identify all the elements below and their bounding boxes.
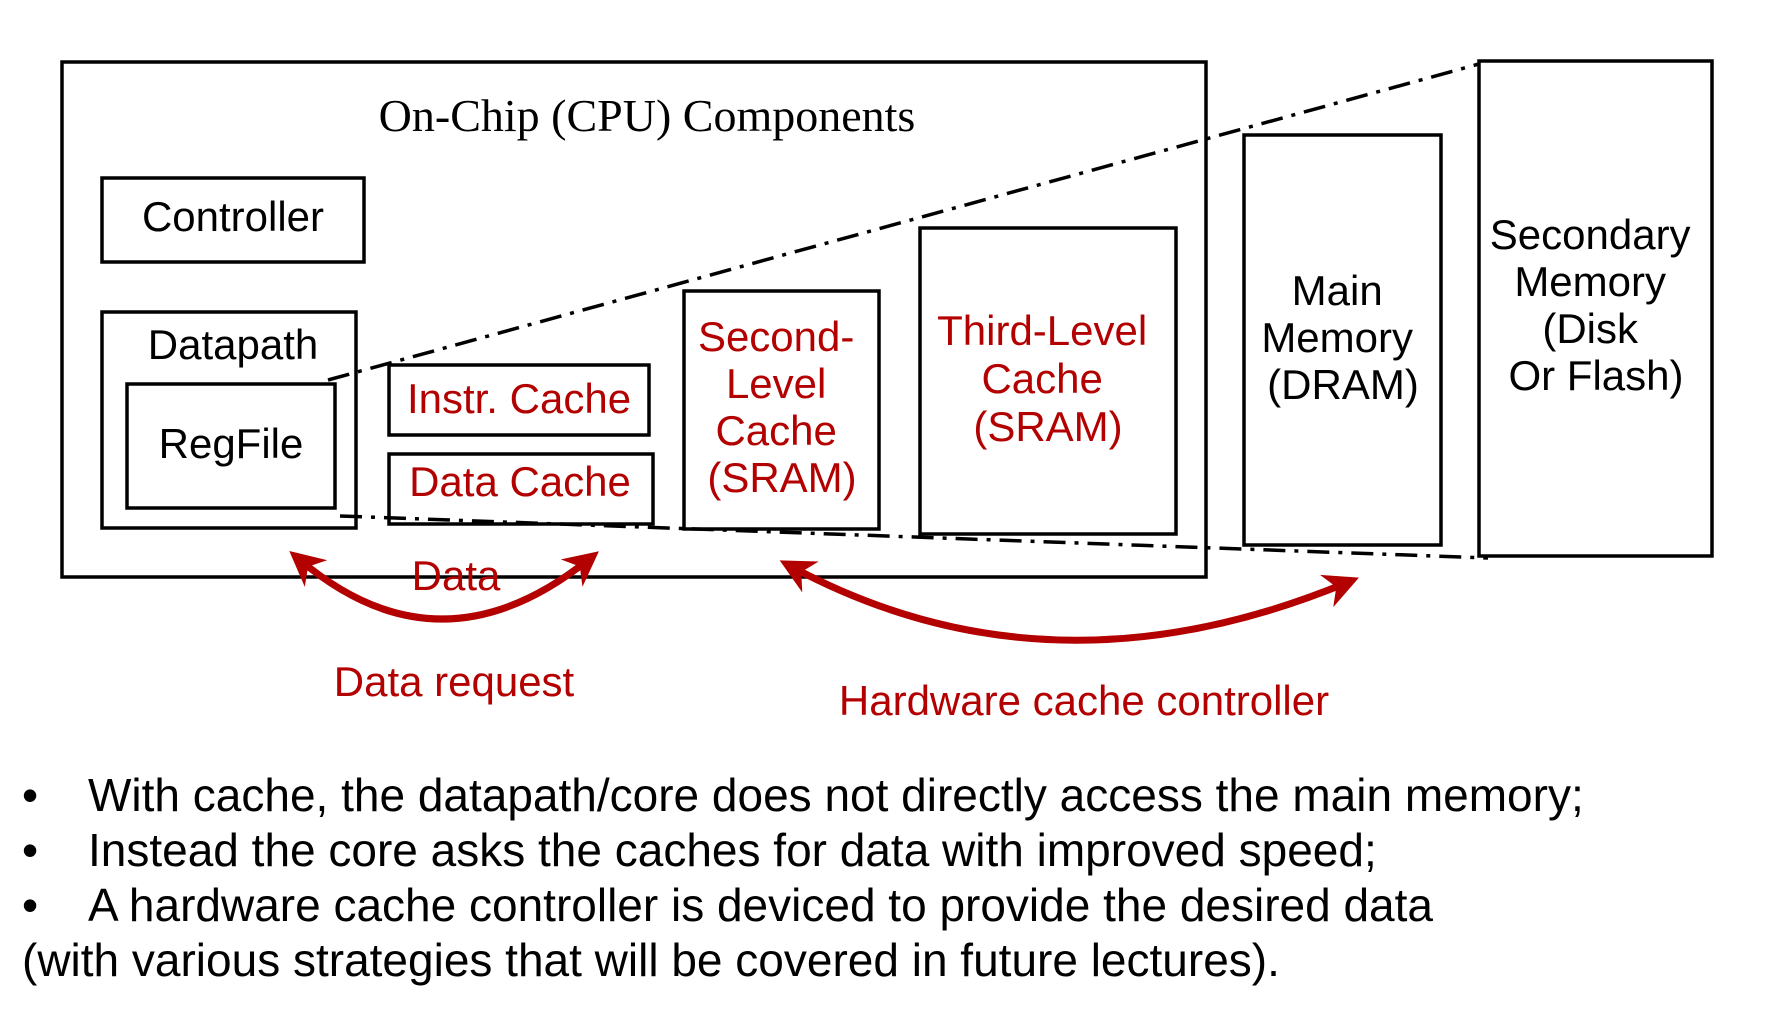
second-level-line-1: Second- [698,313,854,360]
regfile-label: RegFile [159,420,304,467]
data-label: Data [412,552,501,599]
second-level-cache-label: Second- Level Cache (SRAM) [698,313,866,501]
hardware-cache-controller-arrow [779,560,1359,644]
bullet-item: • A hardware cache controller is deviced … [22,878,1772,933]
second-level-line-4: (SRAM) [707,454,856,501]
secondary-memory-label: Secondary Memory (Disk Or Flash) [1490,211,1702,399]
instr-cache-box [387,363,651,437]
hardware-cache-controller-label: Hardware cache controller [839,677,1329,724]
bullet-symbol: • [22,769,39,821]
second-level-line-3: Cache [715,407,836,454]
data-request-arrow [289,550,599,623]
datapath-label: Datapath [148,321,318,368]
secondary-memory-line-4: Or Flash) [1508,352,1683,399]
main-memory-line-2: Memory [1261,314,1413,361]
main-memory-label: Main Memory (DRAM) [1261,267,1424,408]
regfile-box [125,382,337,510]
secondary-memory-box [1477,59,1714,558]
third-level-cache-label: Third-Level Cache (SRAM) [937,307,1159,450]
lower-perspective-line [339,514,1489,560]
second-level-cache-box [682,289,881,531]
bullet-text: A hardware cache controller is deviced t… [88,879,1434,931]
bullet-symbol: • [22,824,39,876]
main-memory-box [1242,133,1443,547]
main-memory-line-3: (DRAM) [1267,361,1419,408]
secondary-memory-line-1: Secondary [1490,211,1691,258]
bullet-text: Instead the core asks the caches for dat… [88,824,1377,876]
third-level-line-3: (SRAM) [973,403,1122,450]
third-level-line-1: Third-Level [937,307,1147,354]
continuation-text: (with various strategies that will be co… [22,934,1280,986]
bullet-item: • With cache, the datapath/core does not … [22,768,1772,823]
main-memory-line-1: Main [1292,267,1383,314]
instr-cache-label: Instr. Cache [407,375,631,422]
data-cache-label: Data Cache [409,458,631,505]
controller-box [100,176,366,264]
bullet-symbol: • [22,879,39,931]
second-level-line-2: Level [726,360,826,407]
controller-label: Controller [142,193,324,240]
bullet-text: With cache, the datapath/core does not d… [88,769,1584,821]
bullet-list: • With cache, the datapath/core does not … [22,768,1772,988]
bullet-item: • Instead the core asks the caches for da… [22,823,1772,878]
secondary-memory-line-2: Memory [1514,258,1666,305]
secondary-memory-line-3: (Disk [1542,305,1639,352]
third-level-line-2: Cache [981,355,1102,402]
third-level-cache-box [918,226,1178,536]
data-request-label: Data request [334,658,575,705]
chip-title: On-Chip (CPU) Components [379,90,916,141]
